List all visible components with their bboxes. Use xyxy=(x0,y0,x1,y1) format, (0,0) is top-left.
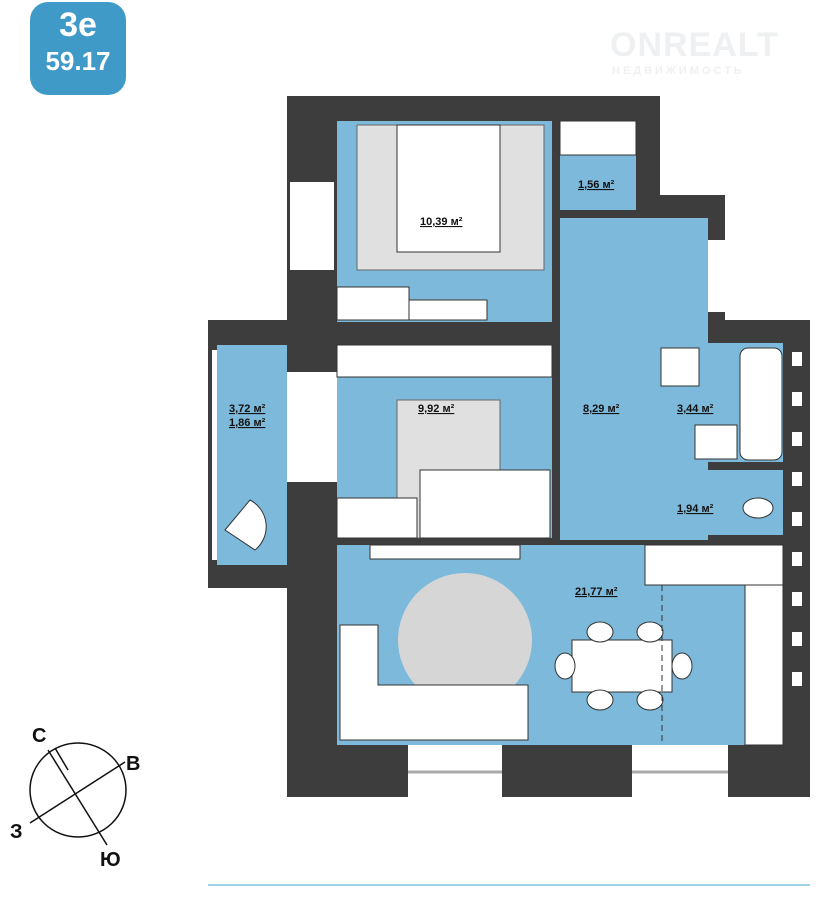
kitchen-counter-side xyxy=(744,584,784,746)
balcony-chair xyxy=(224,499,267,551)
window-bedroom xyxy=(290,182,334,270)
area-bathroom: 3,44 м² xyxy=(677,403,714,415)
watermark-subtitle: НЕДВИЖИМОСТЬ xyxy=(612,65,745,77)
area-wc: 1,94 м² xyxy=(677,503,714,515)
area-living: 21,77 м² xyxy=(575,586,618,598)
desk xyxy=(336,497,418,539)
apartment-badge: 3е 59.17 xyxy=(30,2,126,95)
area-hallway: 8,29 м² xyxy=(583,403,620,415)
wardrobe-room xyxy=(336,344,553,378)
compass-south: Ю xyxy=(100,849,121,871)
toilet xyxy=(742,497,774,519)
kitchen-counter xyxy=(644,544,784,586)
dining-chairs xyxy=(554,621,693,711)
double-bed xyxy=(396,124,501,253)
sink-bath xyxy=(694,424,738,460)
apartment-area: 59.17 xyxy=(45,46,111,76)
watermark-name: ONREALT xyxy=(610,26,779,64)
wardrobe-bedroom xyxy=(336,286,410,321)
tv-stand xyxy=(369,544,521,560)
area-balcony: 3,72 м² xyxy=(229,403,266,415)
compass-east: В xyxy=(126,753,140,775)
compass-west: З xyxy=(10,821,23,843)
window-room xyxy=(287,372,337,482)
area-room: 9,92 м² xyxy=(418,403,455,415)
apartment-type: 3е xyxy=(59,6,97,44)
washing-machine xyxy=(660,347,700,387)
dresser xyxy=(408,299,488,321)
area-balcony-reduced: 1,86 м² xyxy=(229,417,266,429)
area-closet: 1,56 м² xyxy=(578,179,615,191)
window-hall xyxy=(708,240,725,312)
watermark-logo: ONREALT НЕДВИЖИМОСТЬ xyxy=(560,26,779,77)
bathtub xyxy=(739,347,783,461)
compass-north: С xyxy=(32,725,46,747)
window-balcony xyxy=(212,350,217,560)
single-bed xyxy=(419,469,551,539)
round-rug xyxy=(398,573,532,707)
compass: С В З Ю xyxy=(10,725,140,871)
sofa xyxy=(339,624,529,741)
closet-shelves xyxy=(559,120,637,156)
area-bedroom: 10,39 м² xyxy=(420,216,463,228)
right-wall-windows xyxy=(792,352,802,686)
dining-table xyxy=(571,639,673,693)
